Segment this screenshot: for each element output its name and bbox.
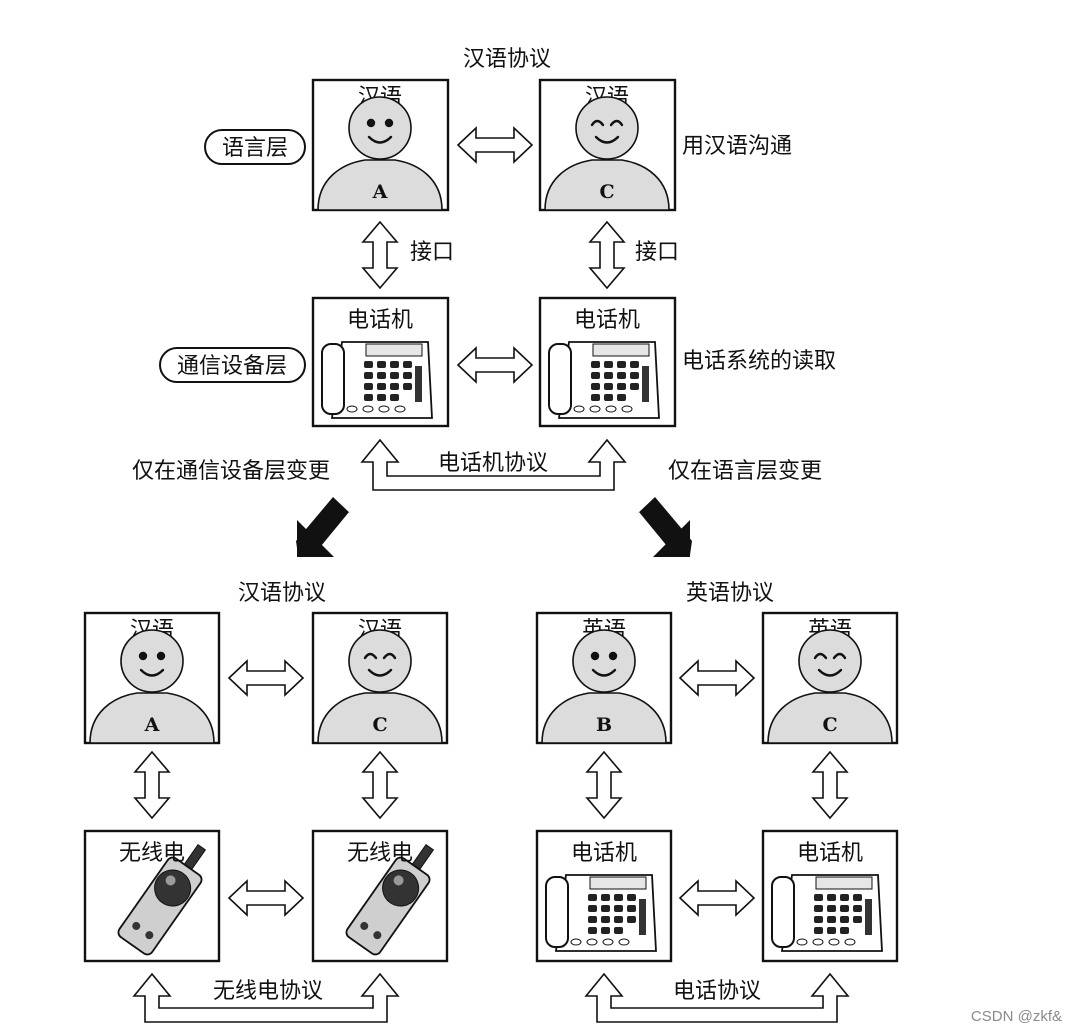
bottom-right-device-protocol-label: 电话协议: [673, 979, 761, 1004]
bottom-right-device-left-box: 电话机: [535, 829, 673, 963]
top-person-c-letter: C: [599, 181, 614, 203]
top-person-a-box: 汉语 A: [311, 78, 450, 212]
bottom-right-device-double-arrow: [678, 879, 756, 917]
interface-left-label: 接口: [410, 240, 454, 265]
bottom-right-device-left-label: 电话机: [571, 841, 637, 866]
top-person-a-letter: A: [372, 181, 388, 203]
bottom-right-person-c-letter: C: [822, 714, 837, 736]
language-note: 用汉语沟通: [682, 134, 792, 159]
top-device-protocol-label: 电话机协议: [438, 451, 548, 476]
bottom-left-person-c-box: 汉语 C: [311, 611, 449, 745]
top-device-protocol-arrow: [360, 438, 627, 491]
device-note: 电话系统的读取: [682, 349, 836, 374]
top-person-c-box: 汉语 C: [538, 78, 677, 212]
top-device-double-arrow: [456, 346, 534, 384]
top-protocol-label: 汉语协议: [463, 47, 551, 72]
device-layer-tag: 通信设备层: [159, 347, 306, 383]
bottom-left-device-protocol-label: 无线电协议: [213, 979, 323, 1004]
bottom-left-interface-arrow-c: [361, 750, 399, 820]
bottom-right-person-c-box: 英语 C: [761, 611, 899, 745]
left-transition-arrow-head: [297, 520, 334, 557]
bottom-right-device-protocol-arrow: [584, 972, 850, 1023]
bottom-left-person-a-box: 汉语 A: [83, 611, 221, 745]
language-layer-tag: 语言层: [204, 129, 306, 165]
bottom-left-person-a-letter: A: [144, 714, 160, 736]
telephone-icon: [771, 874, 883, 952]
bottom-left-device-right-box: 无线电: [311, 829, 449, 963]
bottom-left-person-c-letter: C: [372, 714, 387, 736]
telephone-icon: [548, 341, 660, 419]
bottom-left-device-left-label: 无线电: [119, 841, 185, 866]
right-transition-arrow-head: [653, 520, 690, 557]
change-left-note: 仅在通信设备层变更: [132, 459, 330, 484]
bottom-left-device-double-arrow: [227, 879, 305, 917]
bottom-right-device-right-box: 电话机: [761, 829, 899, 963]
top-device-right-box: 电话机: [538, 296, 677, 428]
top-device-left-box: 电话机: [311, 296, 450, 428]
bottom-left-interface-arrow-a: [133, 750, 171, 820]
left-interface-arrow: [361, 220, 399, 290]
bottom-right-device-right-label: 电话机: [797, 841, 863, 866]
bottom-left-protocol-label: 汉语协议: [238, 581, 326, 606]
telephone-icon: [545, 874, 657, 952]
bottom-right-person-b-box: 英语 B: [535, 611, 673, 745]
bottom-right-interface-arrow-c: [811, 750, 849, 820]
bottom-left-device-right-label: 无线电: [347, 841, 413, 866]
language-layer-tag-text: 语言层: [222, 136, 288, 161]
top-device-right-label: 电话机: [574, 308, 640, 333]
bottom-right-protocol-label: 英语协议: [686, 581, 774, 606]
bottom-right-person-b-letter: B: [596, 714, 612, 736]
telephone-icon: [321, 341, 433, 419]
bottom-left-device-protocol-arrow: [132, 972, 400, 1023]
top-device-left-label: 电话机: [347, 308, 413, 333]
change-right-note: 仅在语言层变更: [668, 459, 822, 484]
watermark: CSDN @zkf&: [971, 1008, 1062, 1025]
bottom-left-language-double-arrow: [227, 659, 305, 697]
device-layer-tag-text: 通信设备层: [177, 354, 287, 379]
top-language-double-arrow: [456, 126, 534, 164]
interface-right-label: 接口: [635, 240, 679, 265]
right-interface-arrow: [588, 220, 626, 290]
bottom-left-device-left-box: 无线电: [83, 829, 221, 963]
bottom-right-language-double-arrow: [678, 659, 756, 697]
bottom-right-interface-arrow-b: [585, 750, 623, 820]
